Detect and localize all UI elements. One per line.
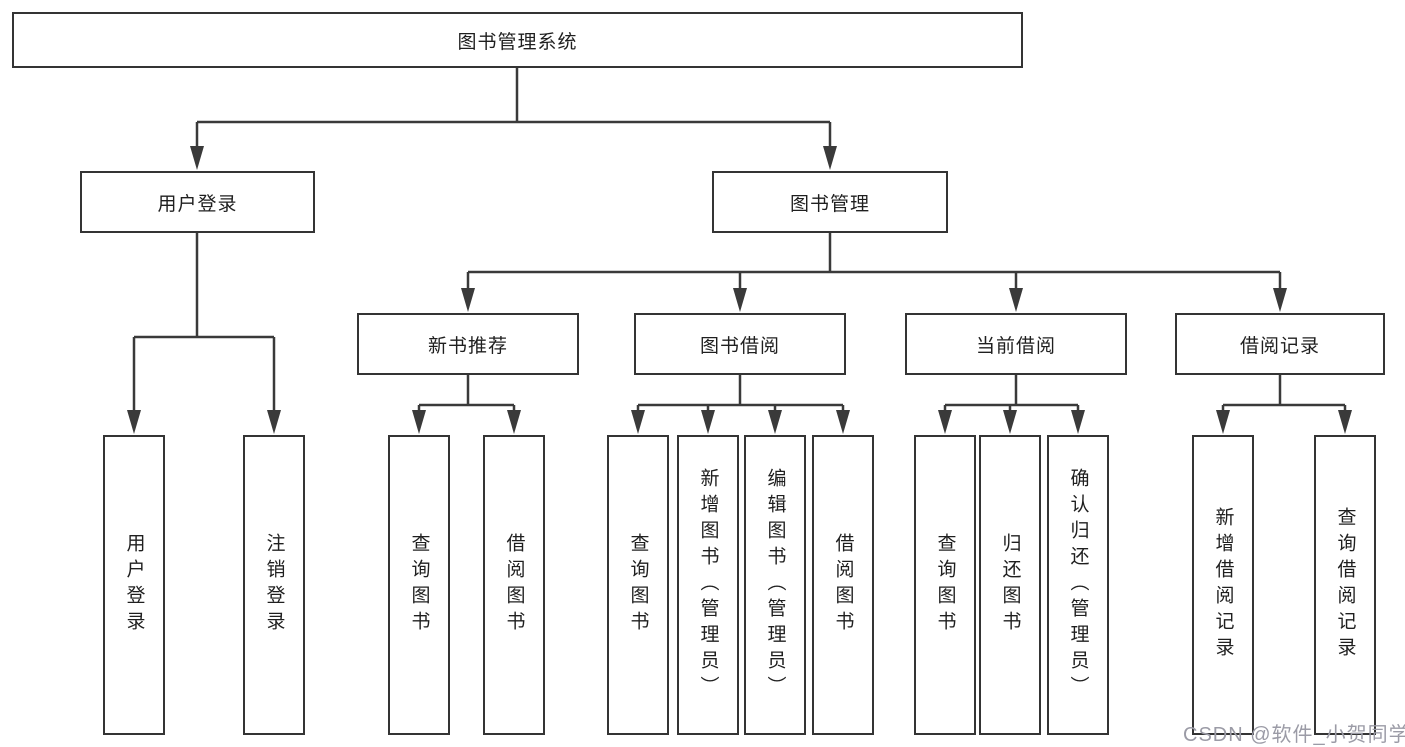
connector-new-book-recommend-to-leaves	[412, 375, 521, 434]
connector-root-to-level2	[190, 68, 837, 170]
leaf-add-book-admin: 新增图书（管理员）	[677, 435, 739, 735]
leaf-logout: 注销登录	[243, 435, 305, 735]
node-label: 查询图书	[408, 533, 430, 637]
leaf-confirm-return-admin: 确认归还（管理员）	[1047, 435, 1109, 735]
node-library-management-system: 图书管理系统	[12, 12, 1023, 68]
leaf-borrow-books: 借阅图书	[812, 435, 874, 735]
connector-borrowing-records-to-leaves	[1216, 375, 1352, 434]
node-label: 归还图书	[999, 533, 1021, 637]
node-borrowing-records: 借阅记录	[1175, 313, 1385, 375]
leaf-query-borrow-record: 查询借阅记录	[1314, 435, 1376, 735]
connector-user-login-to-leaves	[127, 233, 281, 434]
node-user-login: 用户登录	[80, 171, 315, 233]
node-label: 图书管理	[789, 193, 870, 215]
node-label: 借阅图书	[832, 533, 854, 637]
connector-book-borrowing-to-leaves	[631, 375, 850, 434]
node-current-borrowing: 当前借阅	[905, 313, 1127, 375]
node-label: 查询借阅记录	[1334, 507, 1356, 663]
node-label: 注销登录	[263, 533, 285, 637]
node-label: 图书借阅	[699, 335, 780, 357]
leaf-edit-book-admin: 编辑图书（管理员）	[744, 435, 806, 735]
node-label: 当前借阅	[975, 335, 1056, 357]
leaf-borrow-books-recommend: 借阅图书	[483, 435, 545, 735]
leaf-query-books-borrowing: 查询图书	[607, 435, 669, 735]
node-label: 新增借阅记录	[1212, 507, 1234, 663]
node-label: 用户登录	[123, 533, 145, 637]
node-book-borrowing: 图书借阅	[634, 313, 846, 375]
node-label: 用户登录	[157, 193, 238, 215]
node-label: 借阅记录	[1239, 335, 1320, 357]
node-new-book-recommend: 新书推荐	[357, 313, 579, 375]
csdn-watermark: CSDN @软件_小贺同学	[1183, 724, 1405, 746]
node-book-management: 图书管理	[712, 171, 948, 233]
leaf-query-books-current: 查询图书	[914, 435, 976, 735]
node-label: 确认归还（管理员）	[1067, 468, 1089, 702]
node-label: 编辑图书（管理员）	[764, 468, 786, 702]
leaf-add-borrow-record: 新增借阅记录	[1192, 435, 1254, 735]
node-label: 查询图书	[934, 533, 956, 637]
node-label: 查询图书	[627, 533, 649, 637]
leaf-query-books-recommend: 查询图书	[388, 435, 450, 735]
node-label: 新书推荐	[427, 335, 508, 357]
leaf-return-books: 归还图书	[979, 435, 1041, 735]
connector-book-management-to-level3	[461, 233, 1287, 312]
node-label: 新增图书（管理员）	[697, 468, 719, 702]
leaf-user-login: 用户登录	[103, 435, 165, 735]
connector-current-borrowing-to-leaves	[938, 375, 1085, 434]
node-label: 图书管理系统	[457, 31, 578, 53]
node-label: 借阅图书	[503, 533, 525, 637]
